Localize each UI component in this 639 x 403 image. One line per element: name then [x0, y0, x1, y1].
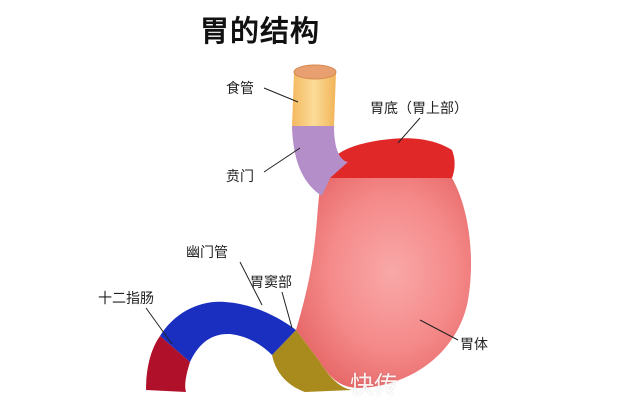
cardia — [292, 126, 348, 196]
stomach-fundus — [322, 138, 455, 178]
label-esophagus: 食管 — [226, 81, 254, 97]
stomach-body — [296, 178, 472, 388]
label-antrum: 胃窦部 — [250, 275, 292, 291]
duodenum — [146, 336, 190, 392]
label-body: 胃体 — [460, 337, 488, 353]
label-duodenum: 十二指肠 — [98, 291, 154, 307]
leader-lines — [145, 87, 459, 345]
label-fundus: 胃底（胃上部） — [370, 101, 468, 117]
esophagus-opening — [293, 64, 337, 80]
watermark: 快传 — [350, 371, 398, 399]
diagram-title: 胃的结构 — [200, 14, 321, 48]
esophagus — [292, 72, 336, 126]
label-cardia: 贲门 — [226, 169, 254, 185]
pyloric-canal — [160, 301, 296, 362]
antrum — [272, 330, 352, 392]
label-pyloric-canal: 幽门管 — [186, 245, 228, 261]
